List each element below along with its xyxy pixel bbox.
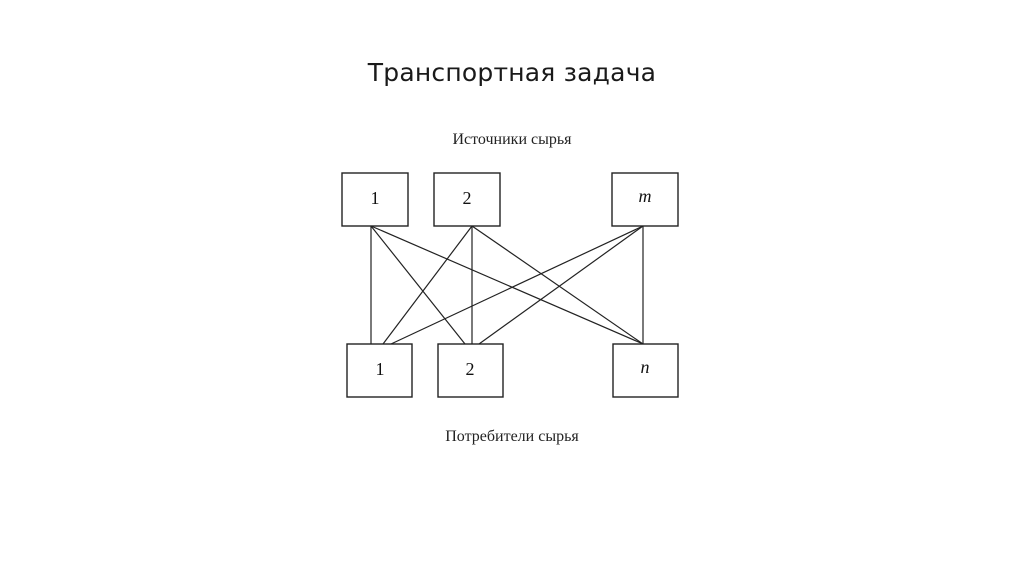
consumer-node-1-label: 1 [376, 359, 385, 379]
source-node-1: 1 [341, 172, 409, 227]
edge-source-1-consumer-n [370, 225, 644, 345]
source-node-2-label: 2 [463, 188, 472, 208]
source-node-2: 2 [433, 172, 501, 227]
edge-source-m-consumer-2 [478, 225, 644, 345]
edge-source-2-consumer-1 [382, 225, 473, 345]
source-node-m: m [611, 172, 679, 227]
consumer-node-2: 2 [437, 343, 504, 398]
source-node-1-label: 1 [371, 188, 380, 208]
edges [370, 225, 644, 345]
consumer-node-n: n [612, 343, 679, 398]
consumers-caption: Потребители сырья [445, 428, 579, 445]
consumer-node-1: 1 [346, 343, 413, 398]
consumer-node-2-label: 2 [466, 359, 475, 379]
edge-source-2-consumer-n [471, 225, 644, 345]
consumer-node-n-label: n [641, 357, 650, 377]
edge-source-1-consumer-2 [370, 225, 466, 345]
edge-source-m-consumer-1 [390, 225, 644, 345]
slide-title: Транспортная задача [367, 58, 657, 87]
source-node-m-label: m [639, 186, 652, 206]
sources-caption: Источники сырья [452, 131, 572, 148]
